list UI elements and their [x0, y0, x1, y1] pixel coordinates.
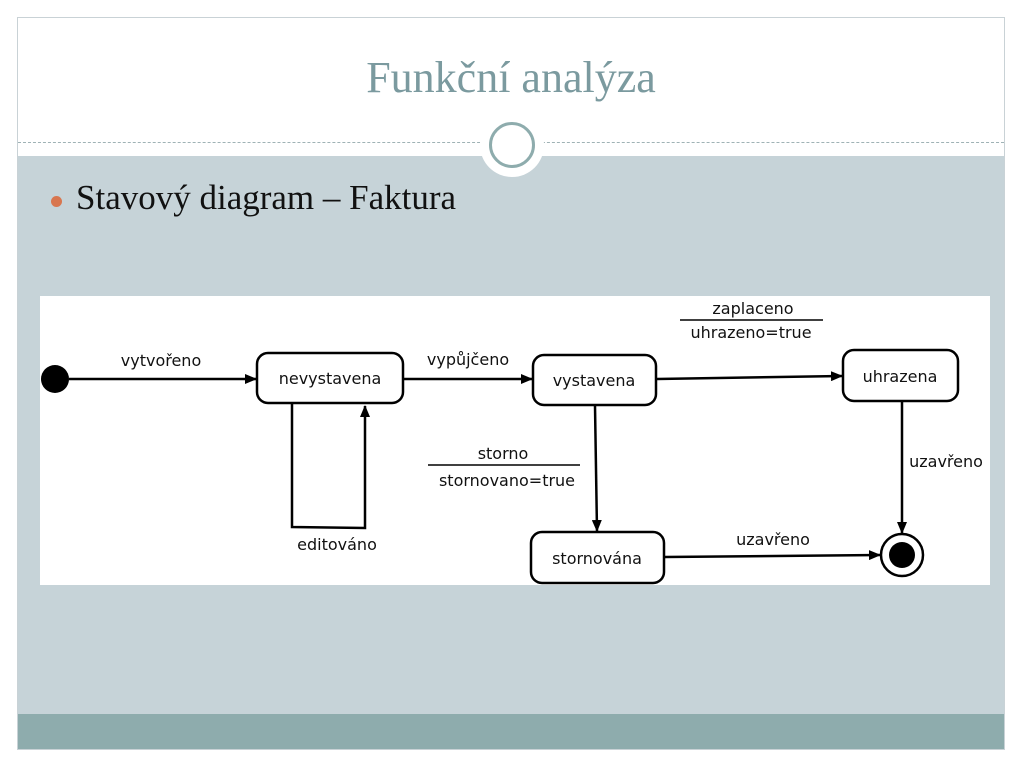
- state-uhrazena: uhrazena: [841, 348, 960, 403]
- transition-cancel-action-label: stornovano=true: [439, 471, 575, 490]
- footer-bar: [18, 714, 1004, 749]
- state-diagram-svg: nevystavena vystavena uhrazena stornován…: [41, 299, 983, 585]
- state-diagram: nevystavena vystavena uhrazena stornován…: [40, 296, 990, 585]
- state-stornovana: stornována: [529, 530, 666, 585]
- transition-pay-event-label: zaplaceno: [712, 299, 793, 318]
- circle-ornament-icon: [480, 113, 544, 177]
- final-state: [879, 532, 925, 578]
- state-vystavena-label: vystavena: [553, 371, 636, 390]
- state-nevystavena-label: nevystavena: [279, 369, 382, 388]
- slide-frame: Funkční analýza Stavový diagram – Faktur…: [17, 17, 1005, 750]
- transition-pay: [656, 371, 843, 382]
- transition-close-cancelled-label: uzavřeno: [736, 530, 810, 549]
- transition-cancel: [591, 405, 602, 532]
- transition-close-paid-label: uzavřeno: [909, 452, 983, 471]
- transition-edit-label: editováno: [297, 535, 377, 554]
- bullet-text: Stavový diagram – Faktura: [76, 178, 457, 217]
- transition-create-label: vytvořeno: [121, 351, 201, 370]
- slide-title: Funkční analýza: [366, 53, 656, 102]
- state-vystavena: vystavena: [531, 353, 658, 407]
- transition-edit: [290, 404, 370, 530]
- transition-issue-label: vypůjčeno: [427, 350, 509, 369]
- transition-pay-action-label: uhrazeno=true: [690, 323, 811, 342]
- state-uhrazena-label: uhrazena: [863, 367, 938, 386]
- bullet-icon: [51, 196, 62, 207]
- transition-close-cancelled: [664, 550, 881, 561]
- initial-state: [41, 365, 69, 393]
- state-stornovana-label: stornována: [552, 549, 642, 568]
- state-nevystavena: nevystavena: [255, 351, 405, 405]
- ornament-ring: [489, 122, 535, 168]
- transition-cancel-event-label: storno: [478, 444, 529, 463]
